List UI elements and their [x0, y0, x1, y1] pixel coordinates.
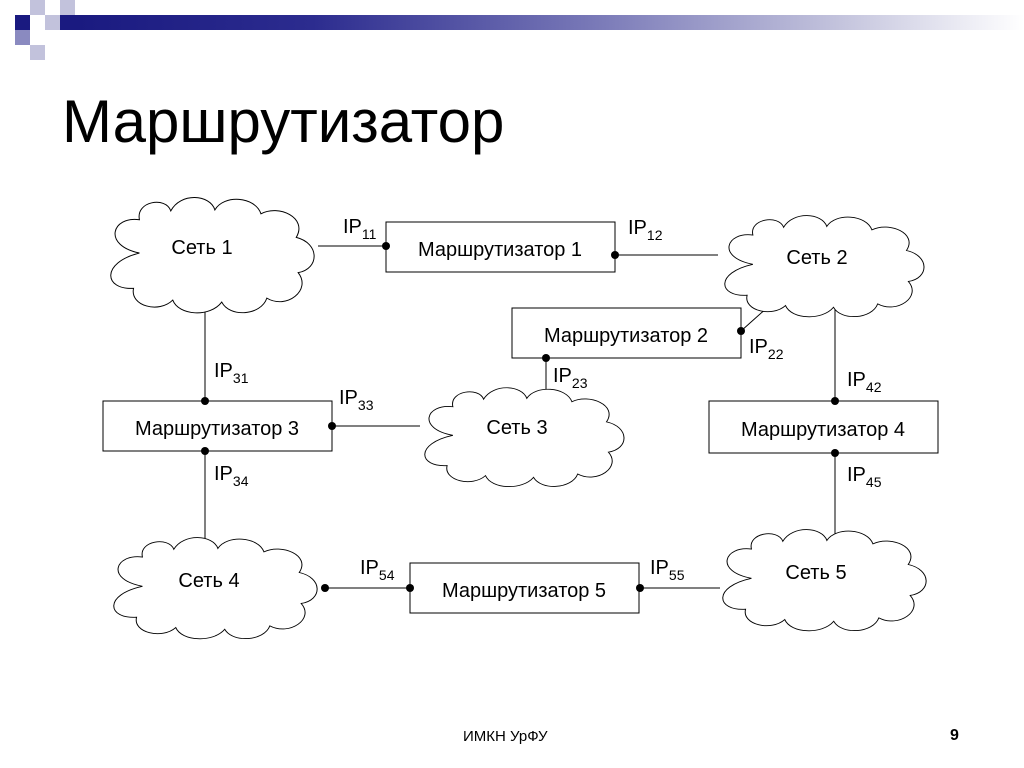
- router-box: [708, 400, 939, 454]
- header-gradient-bar: [76, 15, 1024, 30]
- network-label: Сеть 5: [785, 562, 846, 584]
- interface-dot: [831, 397, 839, 405]
- router-node: Маршрутизатор 3: [102, 400, 333, 452]
- ip-label: IP42: [847, 369, 882, 395]
- interface-dot: [201, 447, 209, 455]
- network-node: Сеть 3: [424, 387, 625, 488]
- interface-dot: [406, 584, 414, 592]
- network-label: Сеть 4: [178, 570, 239, 592]
- interface-dot: [321, 584, 329, 592]
- corner-square-dark: [60, 15, 76, 30]
- ip-label: IP45: [847, 464, 882, 490]
- interface-dot: [542, 354, 550, 362]
- corner-square-dark: [15, 15, 30, 30]
- corner-square-light: [60, 0, 75, 15]
- network-label: Сеть 1: [171, 237, 232, 259]
- network-node: Сеть 5: [722, 529, 927, 632]
- ip-label: IP31: [214, 360, 249, 386]
- corner-square-mid: [15, 30, 30, 45]
- router-node: Маршрутизатор 4: [708, 400, 939, 454]
- ip-label: IP23: [553, 365, 588, 391]
- ip-label: IP54: [360, 557, 395, 583]
- network-node: Сеть 1: [110, 197, 315, 314]
- router-node: Маршрутизатор 5: [409, 562, 640, 614]
- router-label: Маршрутизатор 1: [418, 239, 582, 261]
- router-label: Маршрутизатор 3: [135, 418, 299, 440]
- network-label: Сеть 3: [486, 417, 547, 439]
- router-label: Маршрутизатор 2: [544, 325, 708, 347]
- router-box: [102, 400, 333, 452]
- interface-dot: [737, 327, 745, 335]
- interface-dot: [831, 449, 839, 457]
- ip-label: IP33: [339, 387, 374, 413]
- ip-label: IP22: [749, 336, 784, 362]
- router-box: [511, 307, 742, 359]
- interface-dot: [328, 422, 336, 430]
- slide-title: Маршрутизатор: [62, 88, 505, 155]
- interface-dot: [382, 242, 390, 250]
- footer-text: ИМКН УрФУ: [463, 728, 548, 745]
- ip-label: IP34: [214, 463, 249, 489]
- ip-label: IP12: [628, 217, 663, 243]
- router-label: Маршрутизатор 4: [741, 419, 905, 441]
- interface-dot: [636, 584, 644, 592]
- ip-label: IP11: [343, 216, 377, 242]
- corner-square-light: [30, 0, 45, 15]
- page-number: 9: [950, 727, 959, 744]
- network-node: Сеть 2: [724, 215, 925, 318]
- router-node: Маршрутизатор 2: [511, 307, 742, 359]
- router-label: Маршрутизатор 5: [442, 580, 606, 602]
- links: [204, 245, 836, 589]
- corner-square-light: [30, 45, 45, 60]
- network-node: Сеть 4: [113, 537, 318, 640]
- ip-label: IP55: [650, 557, 685, 583]
- interface-dots: [201, 242, 839, 592]
- interface-dot: [611, 251, 619, 259]
- router-node: Маршрутизатор 1: [385, 221, 616, 273]
- corner-square-light: [45, 15, 60, 30]
- router-box: [409, 562, 640, 614]
- interface-dot: [201, 397, 209, 405]
- network-label: Сеть 2: [786, 247, 847, 269]
